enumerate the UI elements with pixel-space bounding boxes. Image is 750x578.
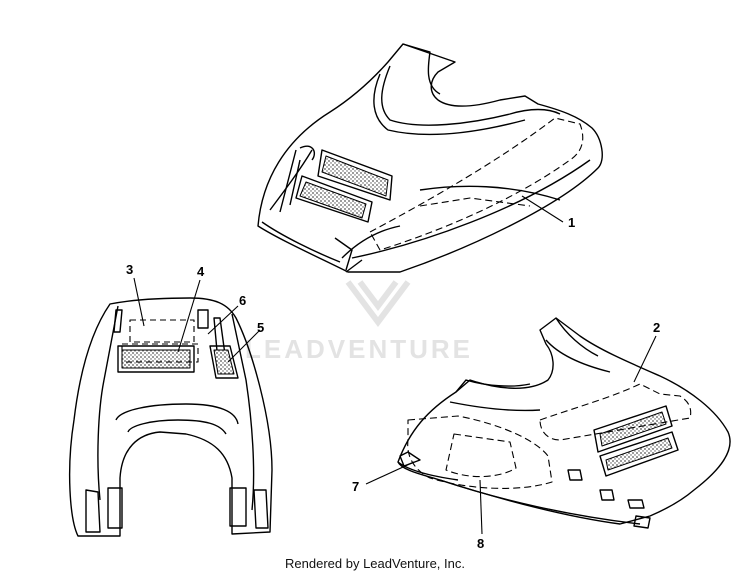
- watermark: LEADVENTURE: [245, 280, 473, 364]
- callout-1: 1: [568, 215, 575, 230]
- callout-4: 4: [197, 264, 205, 279]
- hood-side-view: [397, 317, 731, 529]
- callout-2: 2: [653, 320, 660, 335]
- hood-front-view: [68, 297, 273, 537]
- leader-lines: [133, 195, 657, 535]
- footer-credit: Rendered by LeadVenture, Inc.: [285, 556, 465, 571]
- callout-3: 3: [126, 262, 133, 277]
- callout-6: 6: [239, 293, 246, 308]
- watermark-logo-icon: [345, 280, 411, 327]
- hood-top-view: [257, 43, 603, 273]
- callout-5: 5: [257, 320, 264, 335]
- callout-8: 8: [477, 536, 484, 551]
- watermark-text: LEADVENTURE: [245, 334, 473, 364]
- callout-7: 7: [352, 479, 359, 494]
